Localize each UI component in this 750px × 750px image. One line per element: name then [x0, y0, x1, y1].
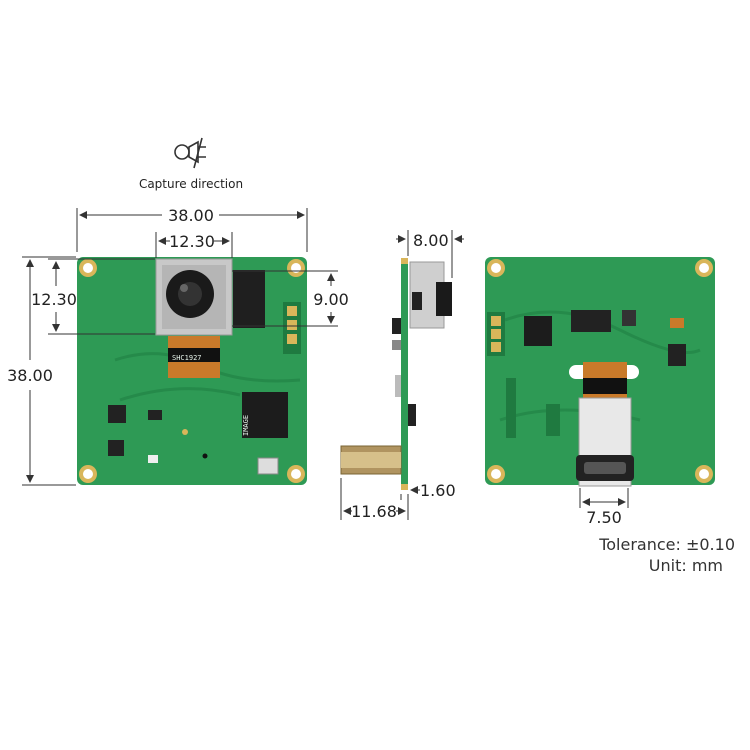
lens-height-dimension: 12.30	[31, 290, 77, 309]
side-view	[340, 258, 452, 490]
side-depth-dimension: 8.00	[413, 231, 449, 250]
front-view: SHC1927 IMAGE	[77, 257, 307, 485]
capture-direction-label: Capture direction	[139, 177, 243, 191]
lens-offset-dimension: 9.00	[313, 290, 349, 309]
unit-note: Unit: mm	[649, 556, 723, 575]
main-ic	[242, 392, 288, 438]
sensor-chip	[233, 270, 265, 328]
front-width-dimension: 38.00	[168, 206, 214, 225]
ribbon-chip-text: SHC1927	[172, 354, 202, 362]
camera-capture-icon	[174, 137, 206, 169]
usb-width-dimension: 7.50	[586, 508, 622, 527]
board-thickness-dimension: 1.60	[420, 481, 456, 500]
tolerance-note: Tolerance: ±0.10	[598, 535, 735, 554]
connector-length-dimension: 11.68	[351, 502, 397, 521]
side-pcb	[401, 258, 408, 490]
ic-label: IMAGE	[242, 415, 250, 436]
front-height-dimension: 38.00	[7, 366, 53, 385]
lens-width-dimension: 12.30	[169, 232, 215, 251]
back-view	[485, 257, 715, 487]
